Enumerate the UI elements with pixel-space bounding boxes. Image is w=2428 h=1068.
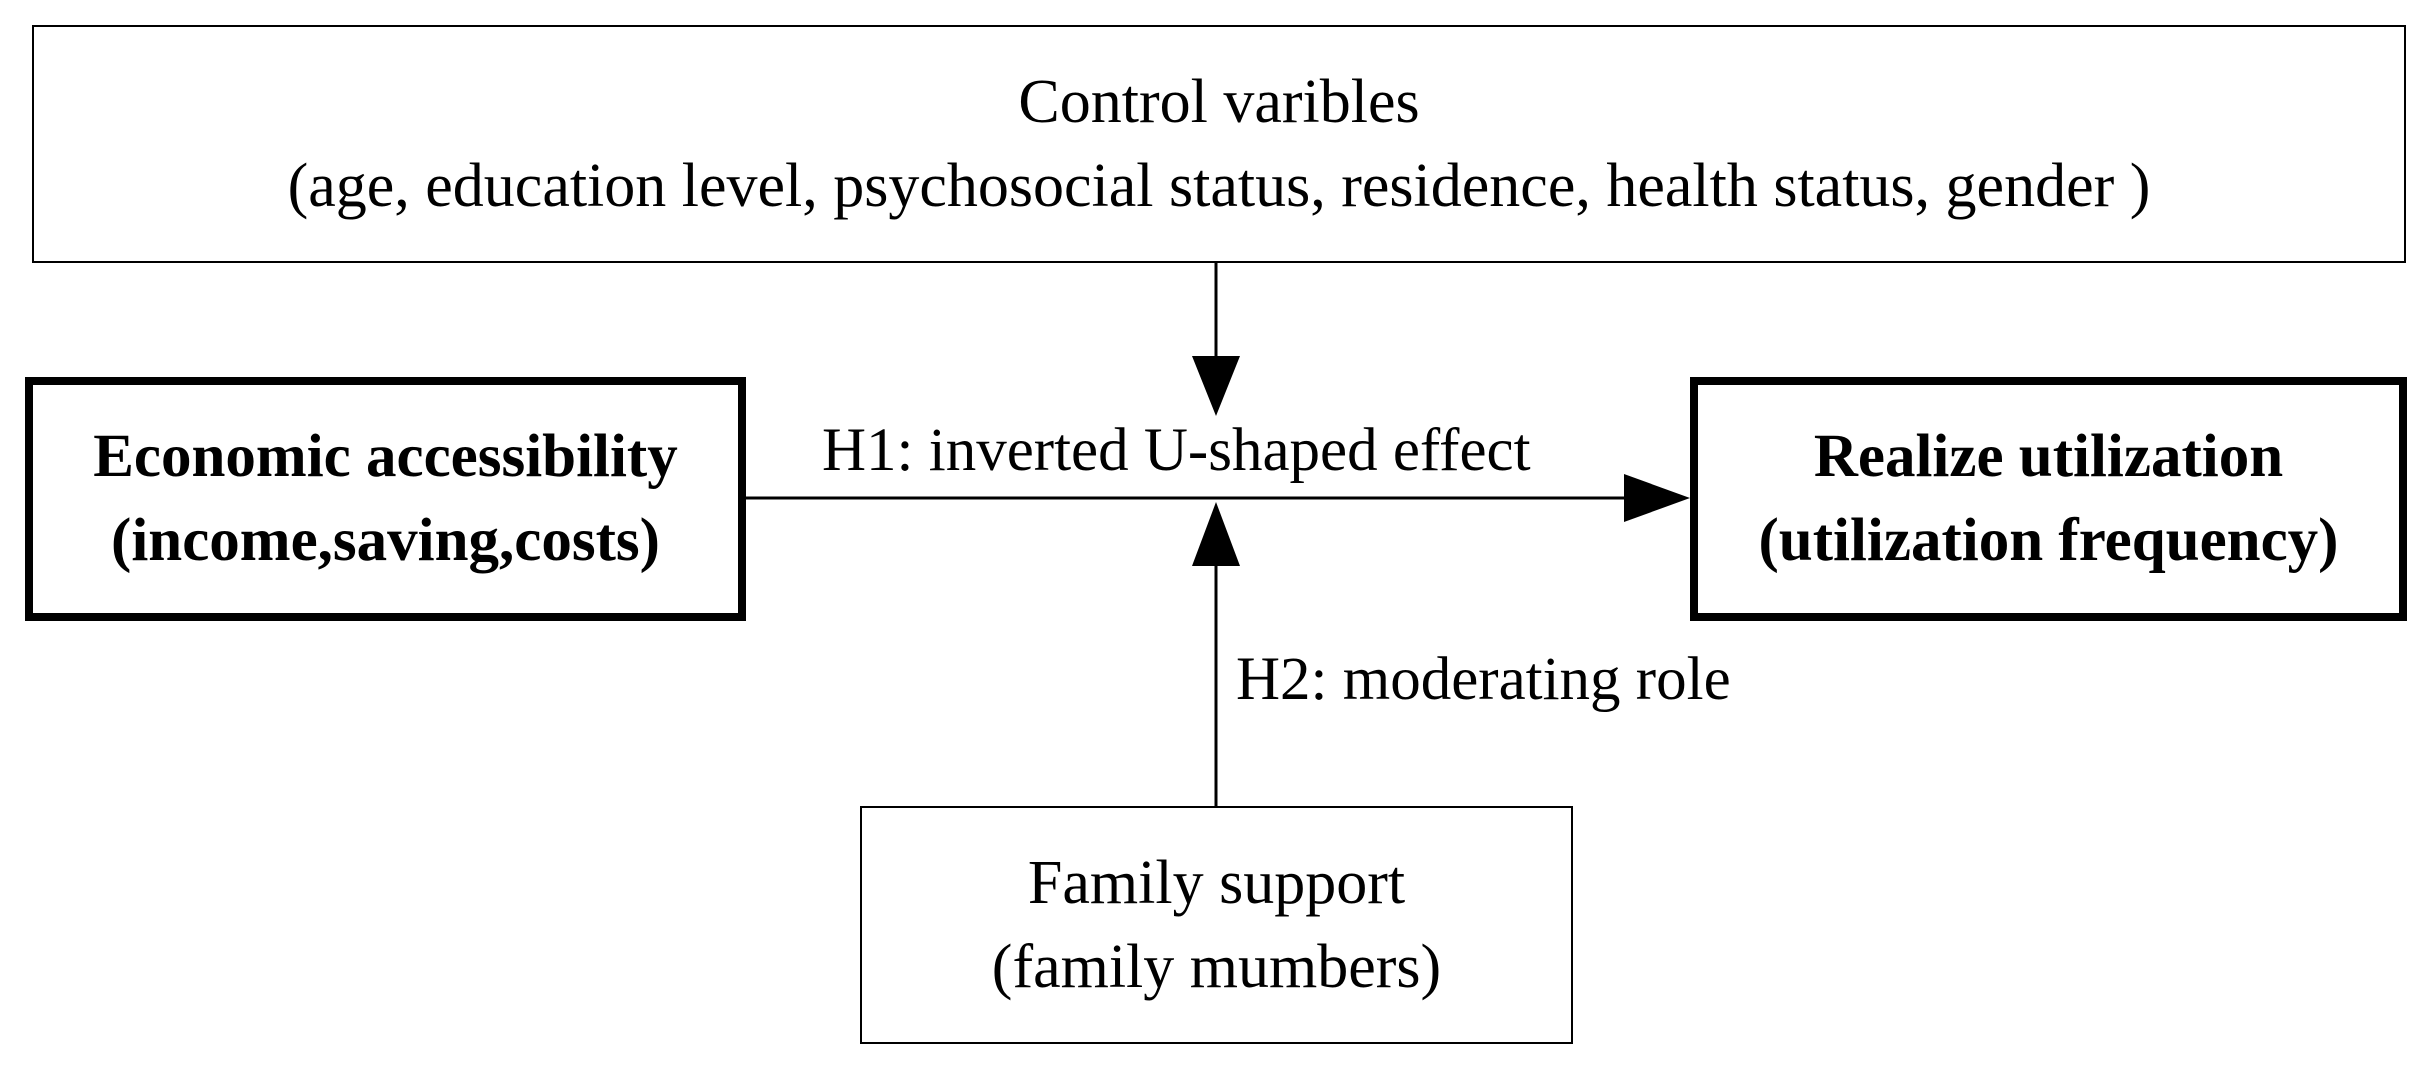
control-variables-detail: (age, education level, psychosocial stat…	[287, 152, 2151, 220]
family-support-box: Family support (family mumbers)	[860, 806, 1573, 1044]
realize-utilization-title: Realize utilization	[1813, 423, 2284, 490]
control-variables-title: Control varibles	[1018, 68, 1420, 136]
h2-label: H2: moderating role	[1236, 646, 1731, 713]
family-arrow-head	[1192, 502, 1240, 566]
family-support-detail: (family mumbers)	[991, 933, 1442, 1001]
realize-utilization-detail: (utilization frequency)	[1758, 507, 2339, 574]
h1-label: H1: inverted U-shaped effect	[822, 417, 1531, 484]
control-arrow-head	[1192, 356, 1240, 416]
family-support-title: Family support	[1027, 849, 1406, 917]
economic-accessibility-detail: (income,saving,costs)	[111, 507, 660, 574]
realize-utilization-box: Realize utilization (utilization frequen…	[1690, 377, 2407, 621]
economic-accessibility-box: Economic accessibility (income,saving,co…	[25, 377, 746, 621]
h1-arrow-head	[1624, 474, 1690, 522]
economic-accessibility-title: Economic accessibility	[93, 423, 678, 490]
control-variables-box: Control varibles (age, education level, …	[32, 25, 2406, 263]
